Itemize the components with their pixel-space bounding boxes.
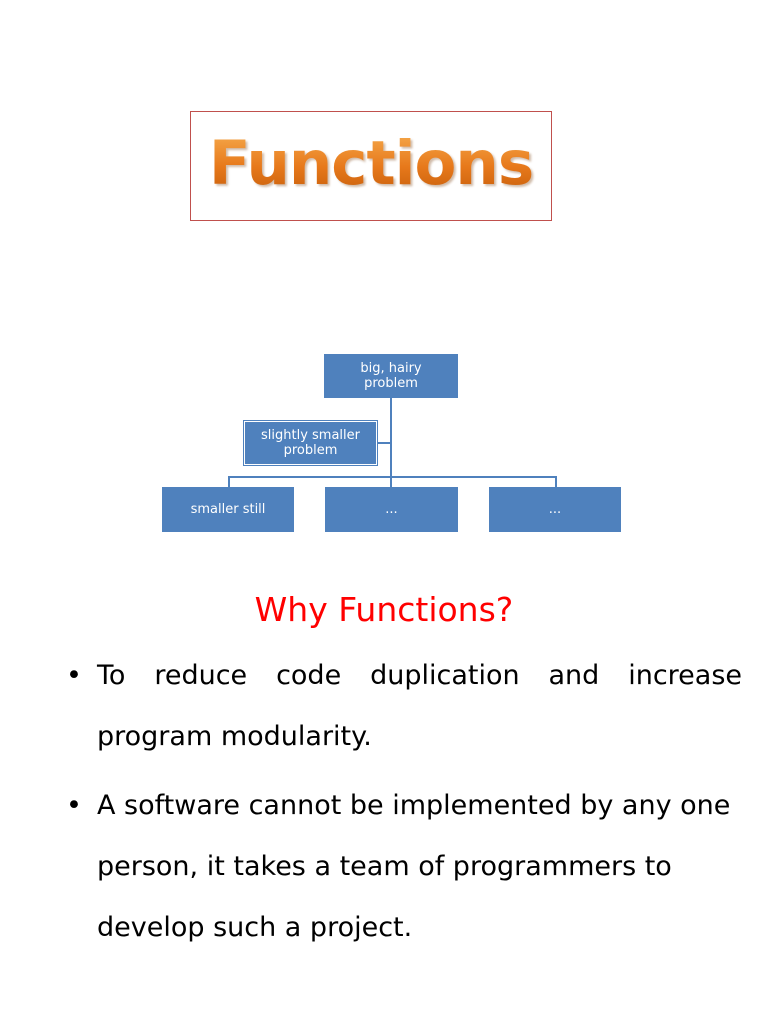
diagram-node-leaf-3: ... bbox=[489, 487, 621, 532]
connector-root-vertical bbox=[390, 398, 392, 478]
page-title: Functions bbox=[208, 127, 534, 199]
bullet-list: • To reduce code duplication and increas… bbox=[66, 645, 742, 958]
diagram-node-middle: slightly smaller problem bbox=[243, 420, 378, 466]
bullet-item: • A software cannot be implemented by an… bbox=[66, 775, 742, 958]
bullet-text: A software cannot be implemented by any … bbox=[97, 790, 731, 943]
diagram-node-leaf-2: ... bbox=[325, 487, 458, 532]
connector-leaf-2 bbox=[390, 476, 392, 487]
bullet-dot-icon: • bbox=[66, 660, 82, 691]
connector-middle-horizontal bbox=[377, 442, 391, 444]
section-heading: Why Functions? bbox=[254, 590, 514, 629]
bullet-dot-icon: • bbox=[66, 790, 82, 821]
title-box: Functions bbox=[190, 111, 552, 221]
bullet-text: To reduce code duplication and increase … bbox=[97, 660, 742, 752]
connector-leaf-3 bbox=[555, 476, 557, 487]
diagram-node-leaf-1: smaller still bbox=[162, 487, 294, 532]
connector-leaf-1 bbox=[228, 476, 230, 487]
diagram-node-root: big, hairy problem bbox=[324, 354, 458, 398]
bullet-item: • To reduce code duplication and increas… bbox=[66, 645, 742, 767]
connector-leaves-bar bbox=[228, 476, 557, 478]
